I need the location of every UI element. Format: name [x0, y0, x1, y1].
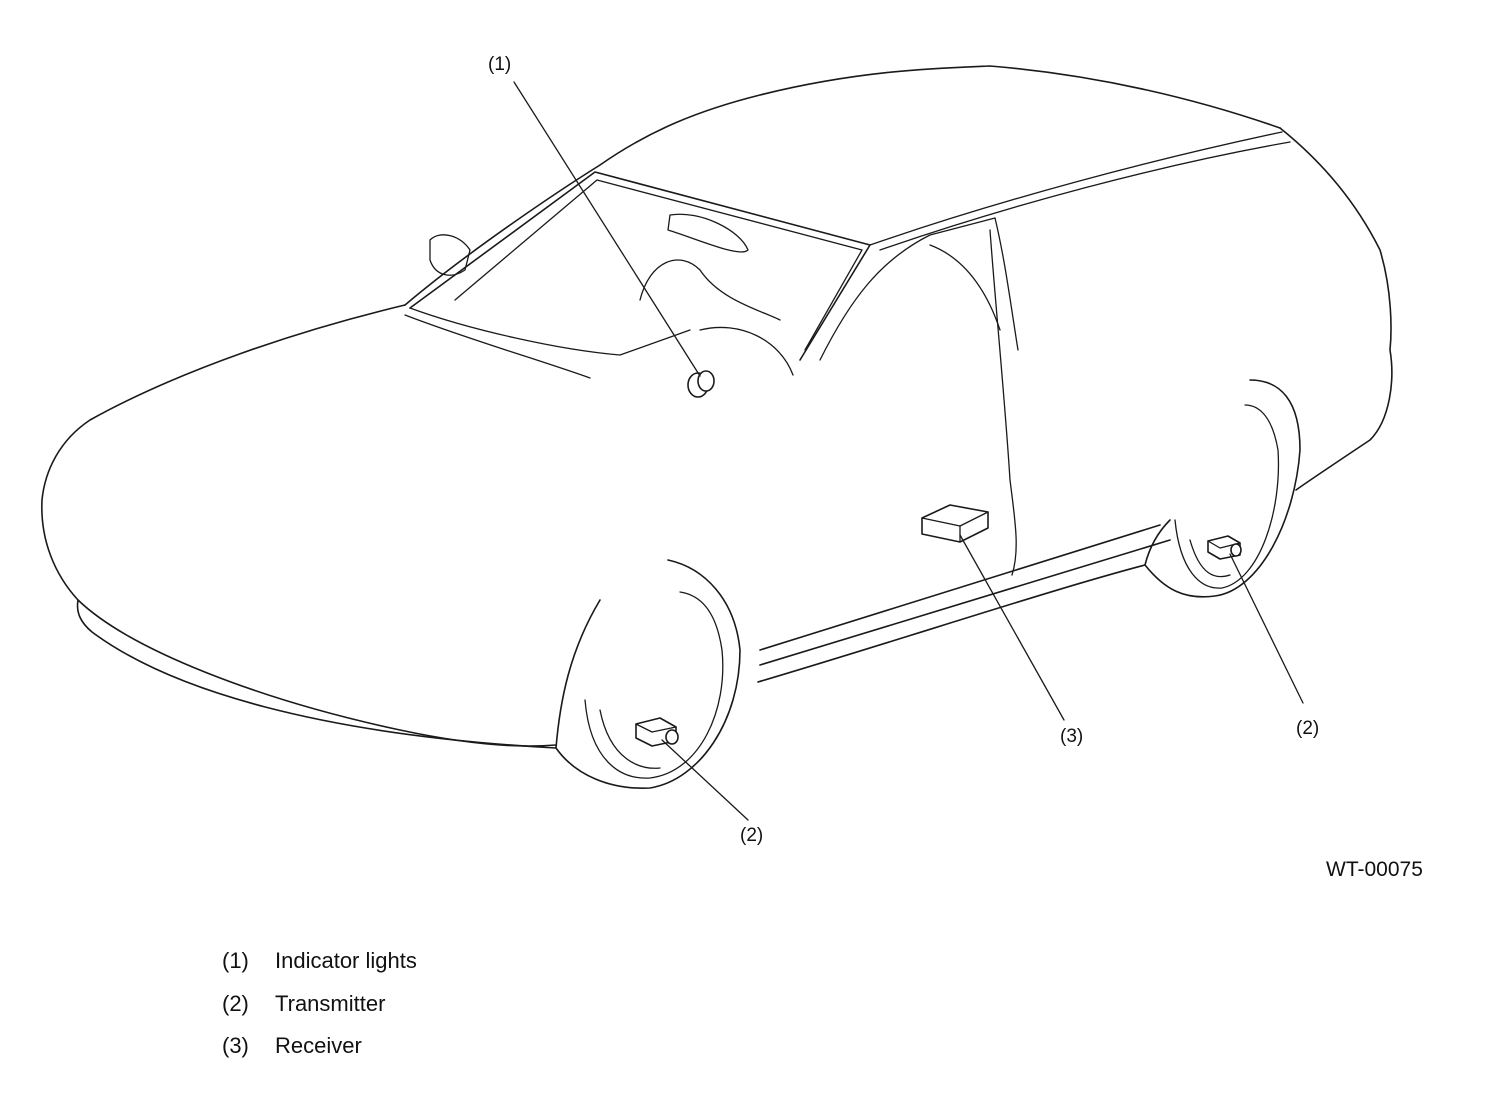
- legend-item-receiver: (3) Receiver: [222, 1033, 417, 1076]
- transmitter-rear-component: [1207, 535, 1242, 560]
- legend-number: (2): [222, 990, 249, 1016]
- callout-transmitter-rear: (2): [1296, 718, 1319, 739]
- legend-item-transmitter: (2) Transmitter: [222, 991, 417, 1034]
- figure-id: WT-00075: [1326, 858, 1423, 881]
- callout-receiver: (3): [1060, 726, 1083, 747]
- legend-item-indicator-lights: (1) Indicator lights: [222, 948, 417, 991]
- legend-label: Indicator lights: [275, 948, 417, 973]
- callout-transmitter-front: (2): [740, 825, 763, 846]
- transmitter-front-component: [635, 717, 679, 747]
- car-body-outline: [41, 65, 1393, 749]
- leader-line-receiver: [959, 534, 1065, 721]
- leader-line-indicator: [513, 81, 701, 377]
- legend: (1) Indicator lights (2) Transmitter (3)…: [222, 948, 417, 1076]
- indicator-lights-component: [687, 370, 715, 398]
- front-wheel: [555, 559, 741, 789]
- legend-label: Receiver: [275, 1033, 362, 1058]
- callout-indicator-lights: (1): [488, 54, 511, 75]
- legend-number: (3): [222, 1033, 249, 1058]
- legend-label: Transmitter: [275, 990, 386, 1016]
- leader-line-transmitter-rear: [1229, 553, 1304, 704]
- legend-number: (1): [222, 948, 249, 973]
- leader-line-transmitter-front: [661, 739, 749, 821]
- receiver-component: [921, 504, 989, 543]
- rear-wheel: [1144, 379, 1301, 598]
